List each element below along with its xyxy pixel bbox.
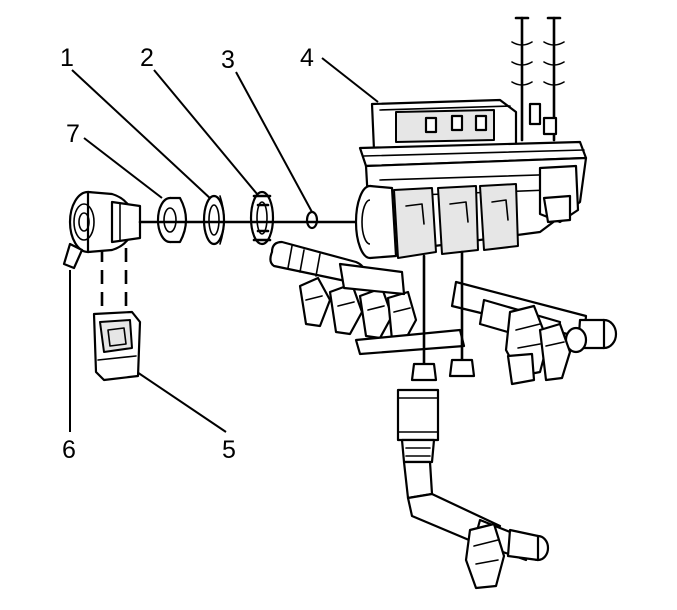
part-2-retainer-ring (249, 190, 275, 246)
callout-3: 3 (221, 46, 235, 74)
callout-6: 6 (62, 436, 76, 464)
callout-1: 1 (60, 44, 74, 72)
leader-1 (71, 69, 213, 201)
leader-4 (321, 57, 379, 103)
part-5-clip (92, 310, 142, 382)
leader-5 (133, 369, 227, 433)
part-7-bushing (156, 196, 188, 244)
injector-cluster-right (450, 280, 618, 386)
leader-lines (69, 57, 379, 433)
top-connector-posts (511, 16, 565, 142)
leader-7 (83, 137, 163, 199)
mounting-studs (410, 250, 476, 382)
part-3-o-ring (305, 210, 319, 230)
callout-5: 5 (222, 436, 236, 464)
leader-3 (235, 71, 313, 213)
part-6-regulator (62, 190, 162, 270)
part-4-main-assembly (354, 16, 588, 260)
callout-7: 7 (66, 120, 80, 148)
callout-2: 2 (140, 44, 154, 72)
leader-2 (153, 69, 263, 201)
part-1-seal-ring (202, 194, 226, 246)
lower-injector (396, 388, 550, 590)
injector-cluster-left (269, 240, 466, 356)
callout-4: 4 (300, 44, 314, 72)
